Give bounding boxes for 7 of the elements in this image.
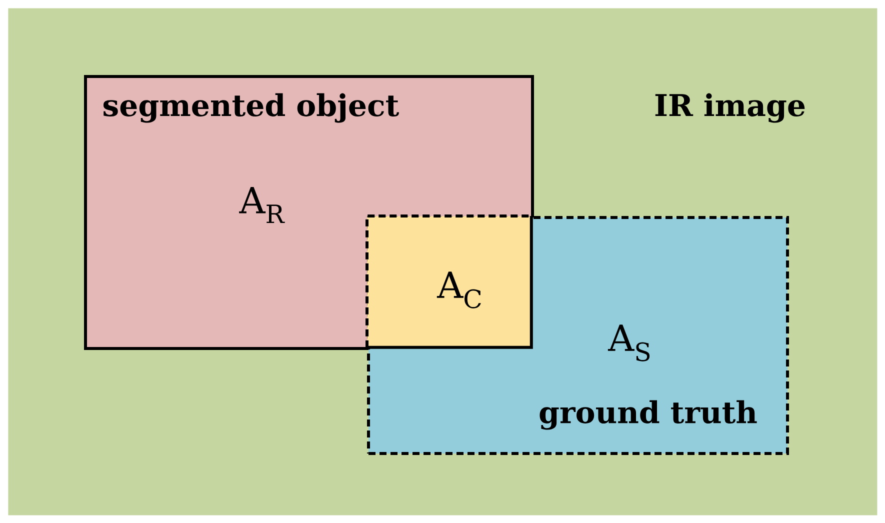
- area-symbol: A$_{S}$: [608, 324, 650, 362]
- overlap-region: [366, 214, 533, 349]
- area-symbol: A$_{C}$: [436, 272, 481, 308]
- region-label: IR image: [655, 93, 805, 123]
- region-label: segmented object: [104, 93, 400, 123]
- area-symbol: A$_{R}$: [239, 186, 285, 224]
- region-label: ground truth: [540, 400, 757, 430]
